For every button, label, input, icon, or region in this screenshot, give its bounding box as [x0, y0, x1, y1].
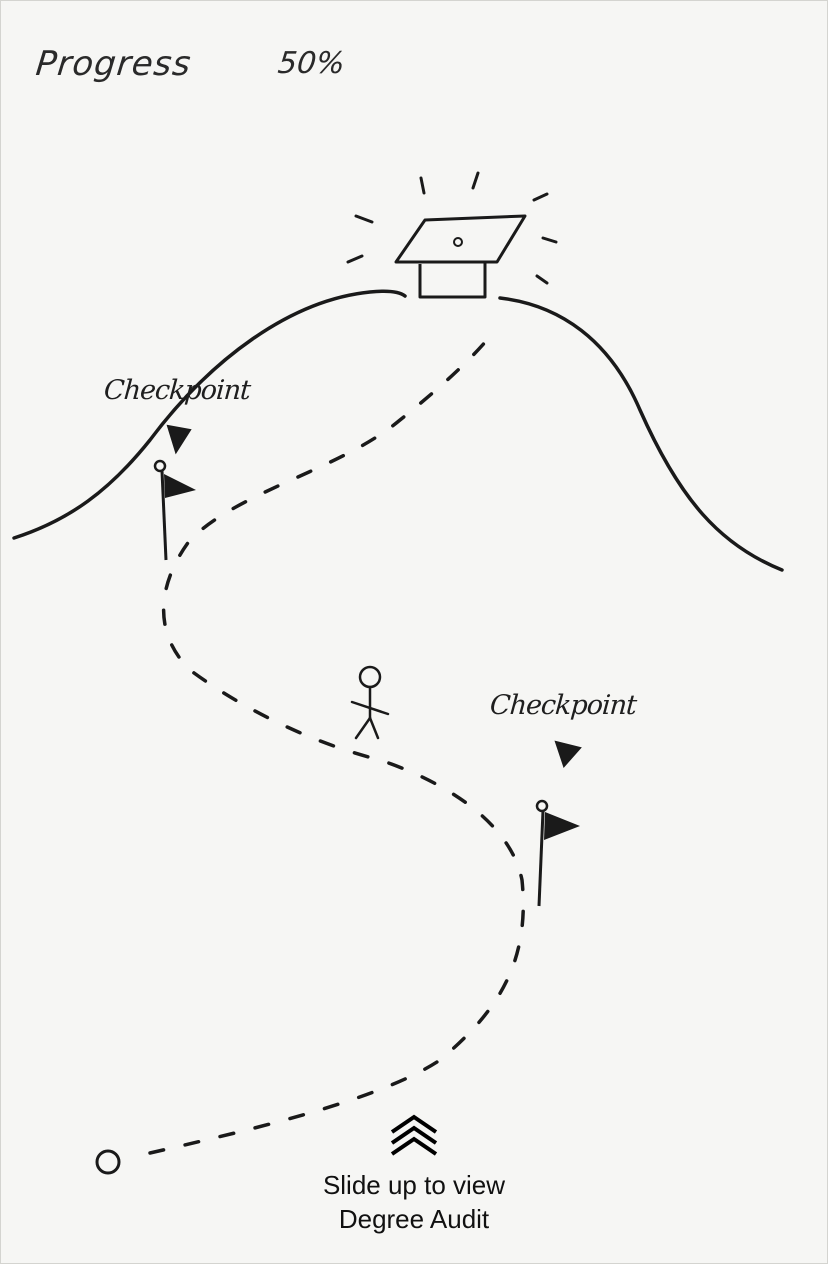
checkpoint-1-flag-icon	[153, 424, 196, 561]
graduation-cap-icon	[346, 171, 558, 299]
slide-up-line-1: Slide up to view	[322, 1170, 506, 1200]
stick-figure-icon	[350, 665, 390, 740]
double-chevron-up-icon	[390, 1114, 438, 1156]
start-circle-icon	[95, 1149, 121, 1175]
checkpoint-label: Checkpoint	[102, 375, 252, 406]
checkpoint-label: Checkpoint	[488, 690, 638, 721]
slide-up-degree-audit[interactable]: Slide up to view Degree Audit	[254, 1114, 574, 1236]
hill-outline	[12, 289, 784, 572]
checkpoint-2-flag-icon	[535, 740, 582, 907]
journey-path	[148, 328, 525, 1155]
slide-up-line-2: Degree Audit	[338, 1204, 490, 1234]
